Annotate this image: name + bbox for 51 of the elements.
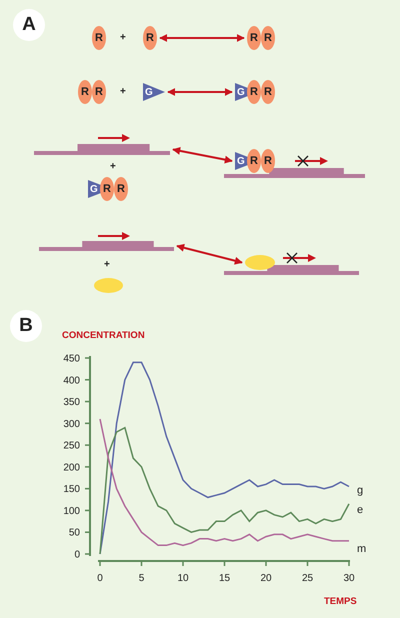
y-tick-label: 300	[63, 418, 80, 430]
double-arrow	[167, 88, 233, 96]
x-tick-label: 30	[343, 573, 355, 584]
receptor-ellipse: R	[261, 80, 275, 104]
receptor-ellipse: R	[247, 80, 261, 104]
panel-letter: A	[13, 9, 45, 41]
receptor-ellipse: R	[114, 177, 128, 201]
receptor-ellipse: R	[247, 149, 261, 173]
y-tick-label: 150	[63, 484, 80, 496]
y-tick-label: 400	[63, 375, 80, 386]
receptor-ellipse: R	[143, 26, 157, 50]
receptor-ellipse: R	[78, 80, 92, 104]
repressor-ellipse	[245, 255, 275, 270]
x-axis-title: TEMPS	[324, 596, 357, 607]
plus-sign: +	[110, 160, 116, 174]
x-tick-label: 5	[138, 573, 144, 584]
receptor-ellipse: R	[92, 80, 106, 104]
receptor-ellipse: R	[100, 177, 114, 201]
y-axis-title: CONCENTRATION	[62, 330, 145, 341]
y-tick-label: 350	[63, 397, 80, 408]
x-tick-label: 25	[302, 573, 314, 584]
plus-sign: +	[120, 85, 126, 99]
dna-strand	[224, 265, 359, 275]
receptor-ellipse: R	[92, 26, 106, 50]
double-arrow	[172, 146, 233, 164]
y-tick-label: 100	[63, 506, 80, 517]
plus-sign: +	[120, 31, 126, 45]
y-tick-label: 50	[68, 528, 80, 539]
x-tick-label: 0	[97, 573, 103, 584]
y-tick-label: 0	[74, 550, 80, 560]
receptor-ellipse: R	[261, 26, 275, 50]
x-tick-label: 15	[218, 573, 230, 584]
plus-sign: +	[104, 258, 110, 272]
y-tick-label: 200	[63, 462, 80, 474]
y-tick-label: 450	[63, 354, 80, 364]
y-tick-label: 250	[63, 440, 80, 452]
receptor-ellipse: R	[247, 26, 261, 50]
double-arrow	[159, 34, 245, 42]
repressor-ellipse	[94, 278, 123, 293]
x-tick-label: 20	[260, 573, 272, 584]
panel-letter: B	[10, 310, 42, 342]
dna-strand	[39, 241, 174, 251]
g-protein-wedge: G	[143, 83, 165, 101]
x-tick-label: 10	[177, 573, 189, 584]
series-label: g	[357, 484, 364, 496]
double-arrow	[176, 244, 243, 265]
series-label: e	[357, 504, 364, 516]
receptor-ellipse: R	[261, 149, 275, 173]
dna-strand	[34, 144, 170, 155]
series-label: m	[357, 542, 366, 555]
dna-strand	[224, 168, 365, 178]
